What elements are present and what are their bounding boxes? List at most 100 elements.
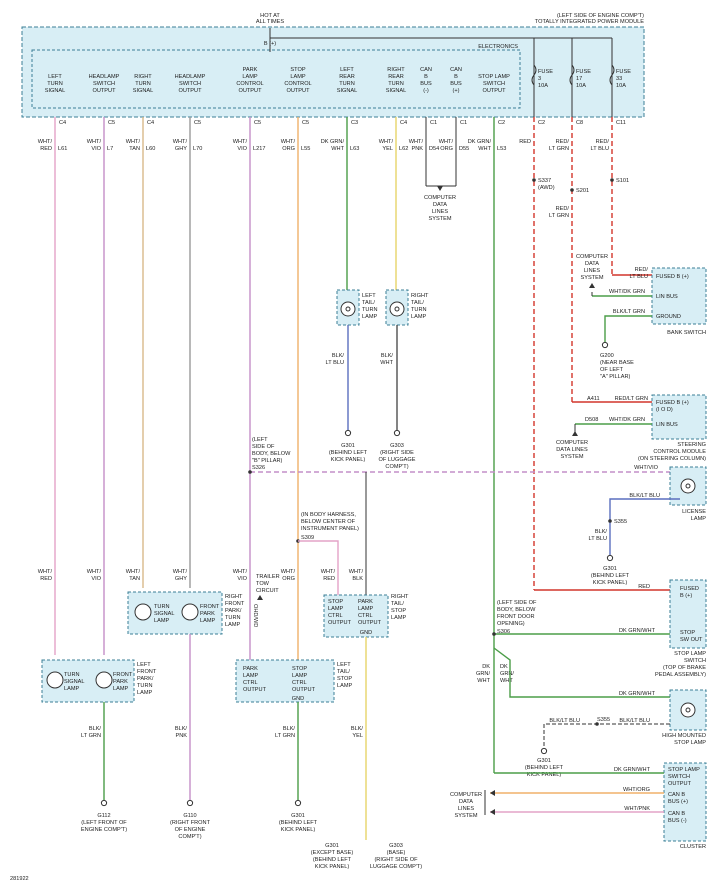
svg-text:STEERING: STEERING xyxy=(677,442,706,448)
pin-labels: C4 C5 C4 C5 C5 C5 C3 C4 C1 C1 C2 xyxy=(59,120,505,126)
svg-text:DK GRN/: DK GRN/ xyxy=(468,139,492,145)
svg-text:TRAILER: TRAILER xyxy=(256,574,280,580)
svg-text:STOP: STOP xyxy=(290,67,305,73)
svg-text:STOP LAMP: STOP LAMP xyxy=(674,651,706,657)
svg-text:CAN: CAN xyxy=(420,67,432,73)
svg-text:(LEFT: (LEFT xyxy=(252,437,268,443)
svg-text:(LEFT SIDE OF: (LEFT SIDE OF xyxy=(497,600,537,606)
svg-text:LAMP: LAMP xyxy=(137,690,153,696)
svg-text:WHT/: WHT/ xyxy=(233,139,248,145)
svg-text:BLK/LT GRN: BLK/LT GRN xyxy=(613,309,645,315)
left-tail-stop-lamp xyxy=(235,659,335,703)
svg-text:17: 17 xyxy=(576,76,582,82)
svg-text:S355: S355 xyxy=(597,717,610,723)
svg-text:WHT/: WHT/ xyxy=(173,569,188,575)
svg-text:S326: S326 xyxy=(252,465,265,471)
svg-text:L70: L70 xyxy=(193,146,202,152)
svg-text:WHT/ORG: WHT/ORG xyxy=(623,787,650,793)
svg-text:OF LEFT: OF LEFT xyxy=(600,367,624,373)
svg-text:ORG: ORG xyxy=(282,576,295,582)
svg-text:DK: DK xyxy=(500,664,508,670)
svg-text:B (+): B (+) xyxy=(680,593,692,599)
svg-text:SYSTEM: SYSTEM xyxy=(428,216,451,222)
svg-text:CTRL: CTRL xyxy=(358,613,373,619)
s326-label: (LEFT SIDE OF BODY, BELOW "B" PILLAR) S3… xyxy=(252,437,659,471)
svg-text:"B" PILLAR): "B" PILLAR) xyxy=(252,458,283,464)
svg-text:C3: C3 xyxy=(351,120,358,126)
svg-text:LEFT: LEFT xyxy=(340,67,354,73)
svg-text:DATA: DATA xyxy=(459,799,473,805)
wire-labels-top: WHT/ RED L61 WHT/ VIO L7 WHT/ TAN L60 WH… xyxy=(38,139,507,152)
svg-text:(BEHIND LEFT: (BEHIND LEFT xyxy=(525,765,564,771)
svg-text:COMP'T): COMP'T) xyxy=(385,464,408,470)
svg-text:OUTPUT: OUTPUT xyxy=(292,687,316,693)
svg-text:C2: C2 xyxy=(538,120,545,126)
svg-text:C8: C8 xyxy=(576,120,583,126)
svg-text:TAN: TAN xyxy=(129,576,140,582)
svg-text:LAMP: LAMP xyxy=(362,314,378,320)
svg-text:A411: A411 xyxy=(587,396,600,402)
svg-text:SIGNAL: SIGNAL xyxy=(45,88,66,94)
svg-text:WHT/DK GRN: WHT/DK GRN xyxy=(609,417,645,423)
svg-text:LEFT: LEFT xyxy=(48,74,62,80)
svg-text:OF LUGGAGE: OF LUGGAGE xyxy=(379,457,416,463)
svg-text:CTRL: CTRL xyxy=(328,613,343,619)
svg-text:SIGNAL: SIGNAL xyxy=(133,88,154,94)
svg-text:C1: C1 xyxy=(460,120,467,126)
svg-text:FUSE: FUSE xyxy=(616,69,631,75)
svg-text:WHT/: WHT/ xyxy=(409,139,424,145)
svg-text:PARK/: PARK/ xyxy=(225,608,242,614)
svg-text:BODY, BELOW: BODY, BELOW xyxy=(497,607,536,613)
svg-text:YEL: YEL xyxy=(382,146,393,152)
svg-text:CAN B: CAN B xyxy=(668,792,685,798)
svg-text:GROUND: GROUND xyxy=(656,314,681,320)
svg-text:LUGGAGE COMP'T): LUGGAGE COMP'T) xyxy=(370,864,422,870)
svg-text:CONTROL: CONTROL xyxy=(236,81,263,87)
svg-text:RIGHT: RIGHT xyxy=(225,594,243,600)
svg-text:TURN: TURN xyxy=(225,615,241,621)
svg-text:LAMP: LAMP xyxy=(154,618,170,624)
svg-text:BELOW CENTER OF: BELOW CENTER OF xyxy=(301,519,356,525)
svg-text:WHT/DK GRN: WHT/DK GRN xyxy=(609,289,645,295)
svg-text:RED/: RED/ xyxy=(556,139,570,145)
svg-text:RED: RED xyxy=(638,584,650,590)
svg-text:FUSED B (+): FUSED B (+) xyxy=(656,400,689,406)
svg-text:C1: C1 xyxy=(430,120,437,126)
svg-text:TURN: TURN xyxy=(64,672,80,678)
svg-text:PNK: PNK xyxy=(411,146,423,152)
svg-text:3: 3 xyxy=(538,76,541,82)
svg-text:C4: C4 xyxy=(400,120,407,126)
svg-text:OUTPUT: OUTPUT xyxy=(93,88,117,94)
svg-text:S306: S306 xyxy=(497,629,510,635)
svg-text:SWITCH: SWITCH xyxy=(483,81,505,87)
svg-text:(RIGHT SIDE OF: (RIGHT SIDE OF xyxy=(374,857,418,863)
svg-text:GHY: GHY xyxy=(175,576,187,582)
svg-text:ENGINE COMP'T): ENGINE COMP'T) xyxy=(81,827,127,833)
g200: G200 (NEAR BASE OF LEFT "A" PILLAR) xyxy=(600,353,634,380)
svg-text:OUTPUT: OUTPUT xyxy=(328,620,352,626)
svg-text:WHT: WHT xyxy=(380,360,393,366)
svg-text:TURN: TURN xyxy=(388,81,404,87)
svg-text:L60: L60 xyxy=(146,146,155,152)
svg-text:SWITCH: SWITCH xyxy=(179,81,201,87)
svg-text:RIGHT: RIGHT xyxy=(387,67,405,73)
svg-text:VIO: VIO xyxy=(91,576,101,582)
svg-text:VIO: VIO xyxy=(237,146,247,152)
svg-text:TURN: TURN xyxy=(411,307,427,313)
svg-text:LIN BUS: LIN BUS xyxy=(656,422,678,428)
svg-text:BLK/: BLK/ xyxy=(595,529,608,535)
svg-text:G303: G303 xyxy=(389,843,403,849)
svg-text:HEADLAMP: HEADLAMP xyxy=(89,74,120,80)
svg-text:BANK SWITCH: BANK SWITCH xyxy=(667,330,706,336)
svg-text:OUTPUT: OUTPUT xyxy=(287,88,311,94)
svg-text:PARK: PARK xyxy=(243,666,258,672)
svg-text:LAMP: LAMP xyxy=(113,686,129,692)
svg-text:BLK/: BLK/ xyxy=(89,726,102,732)
g110: G110 (RIGHT FRONT OF ENGINE COMP'T) xyxy=(170,813,211,840)
svg-text:(-): (-) xyxy=(423,88,429,94)
svg-text:TAIL/: TAIL/ xyxy=(411,300,424,306)
svg-text:LAMP: LAMP xyxy=(358,606,374,612)
svg-text:WHT/: WHT/ xyxy=(38,569,53,575)
svg-text:GRN/: GRN/ xyxy=(476,671,490,677)
svg-text:BUS (+): BUS (+) xyxy=(668,799,688,805)
